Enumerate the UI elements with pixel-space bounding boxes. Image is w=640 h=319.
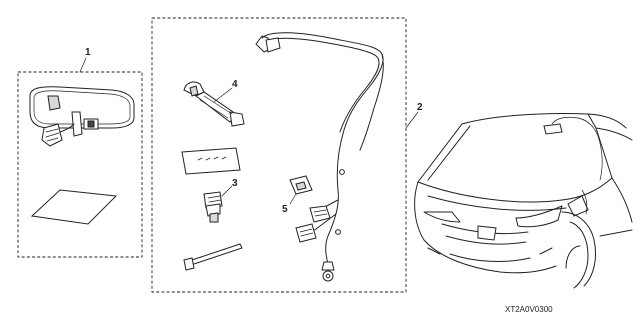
leader-line-3 (221, 185, 233, 197)
vehicle-illustration (414, 112, 633, 289)
instruction-sheet (30, 189, 118, 225)
callout-4: 4 (232, 79, 238, 90)
callout-5: 5 (282, 204, 288, 215)
dashed-box-1 (17, 71, 143, 258)
callout-2: 2 (417, 102, 423, 113)
wire-harness (255, 32, 384, 282)
leader-line-4 (213, 87, 233, 103)
cable-tie (183, 243, 243, 271)
part-code: XT2A0V0300 (505, 305, 553, 314)
leader-line-2 (405, 111, 419, 129)
leader-line-5 (289, 193, 297, 205)
callout-3: 3 (232, 178, 238, 189)
kit-box-2: 2 (151, 17, 423, 293)
rearview-mirror (29, 86, 135, 147)
kit-box-1: 1 (17, 47, 143, 258)
bracket-clip-4: 4 (183, 79, 245, 127)
callout-1: 1 (85, 47, 91, 58)
leader-line-1 (79, 57, 87, 73)
dashed-box-2 (151, 17, 407, 293)
sensor-connector-3: 3 (203, 178, 238, 223)
label-plate (181, 147, 241, 175)
connector-5: 5 (282, 175, 313, 215)
